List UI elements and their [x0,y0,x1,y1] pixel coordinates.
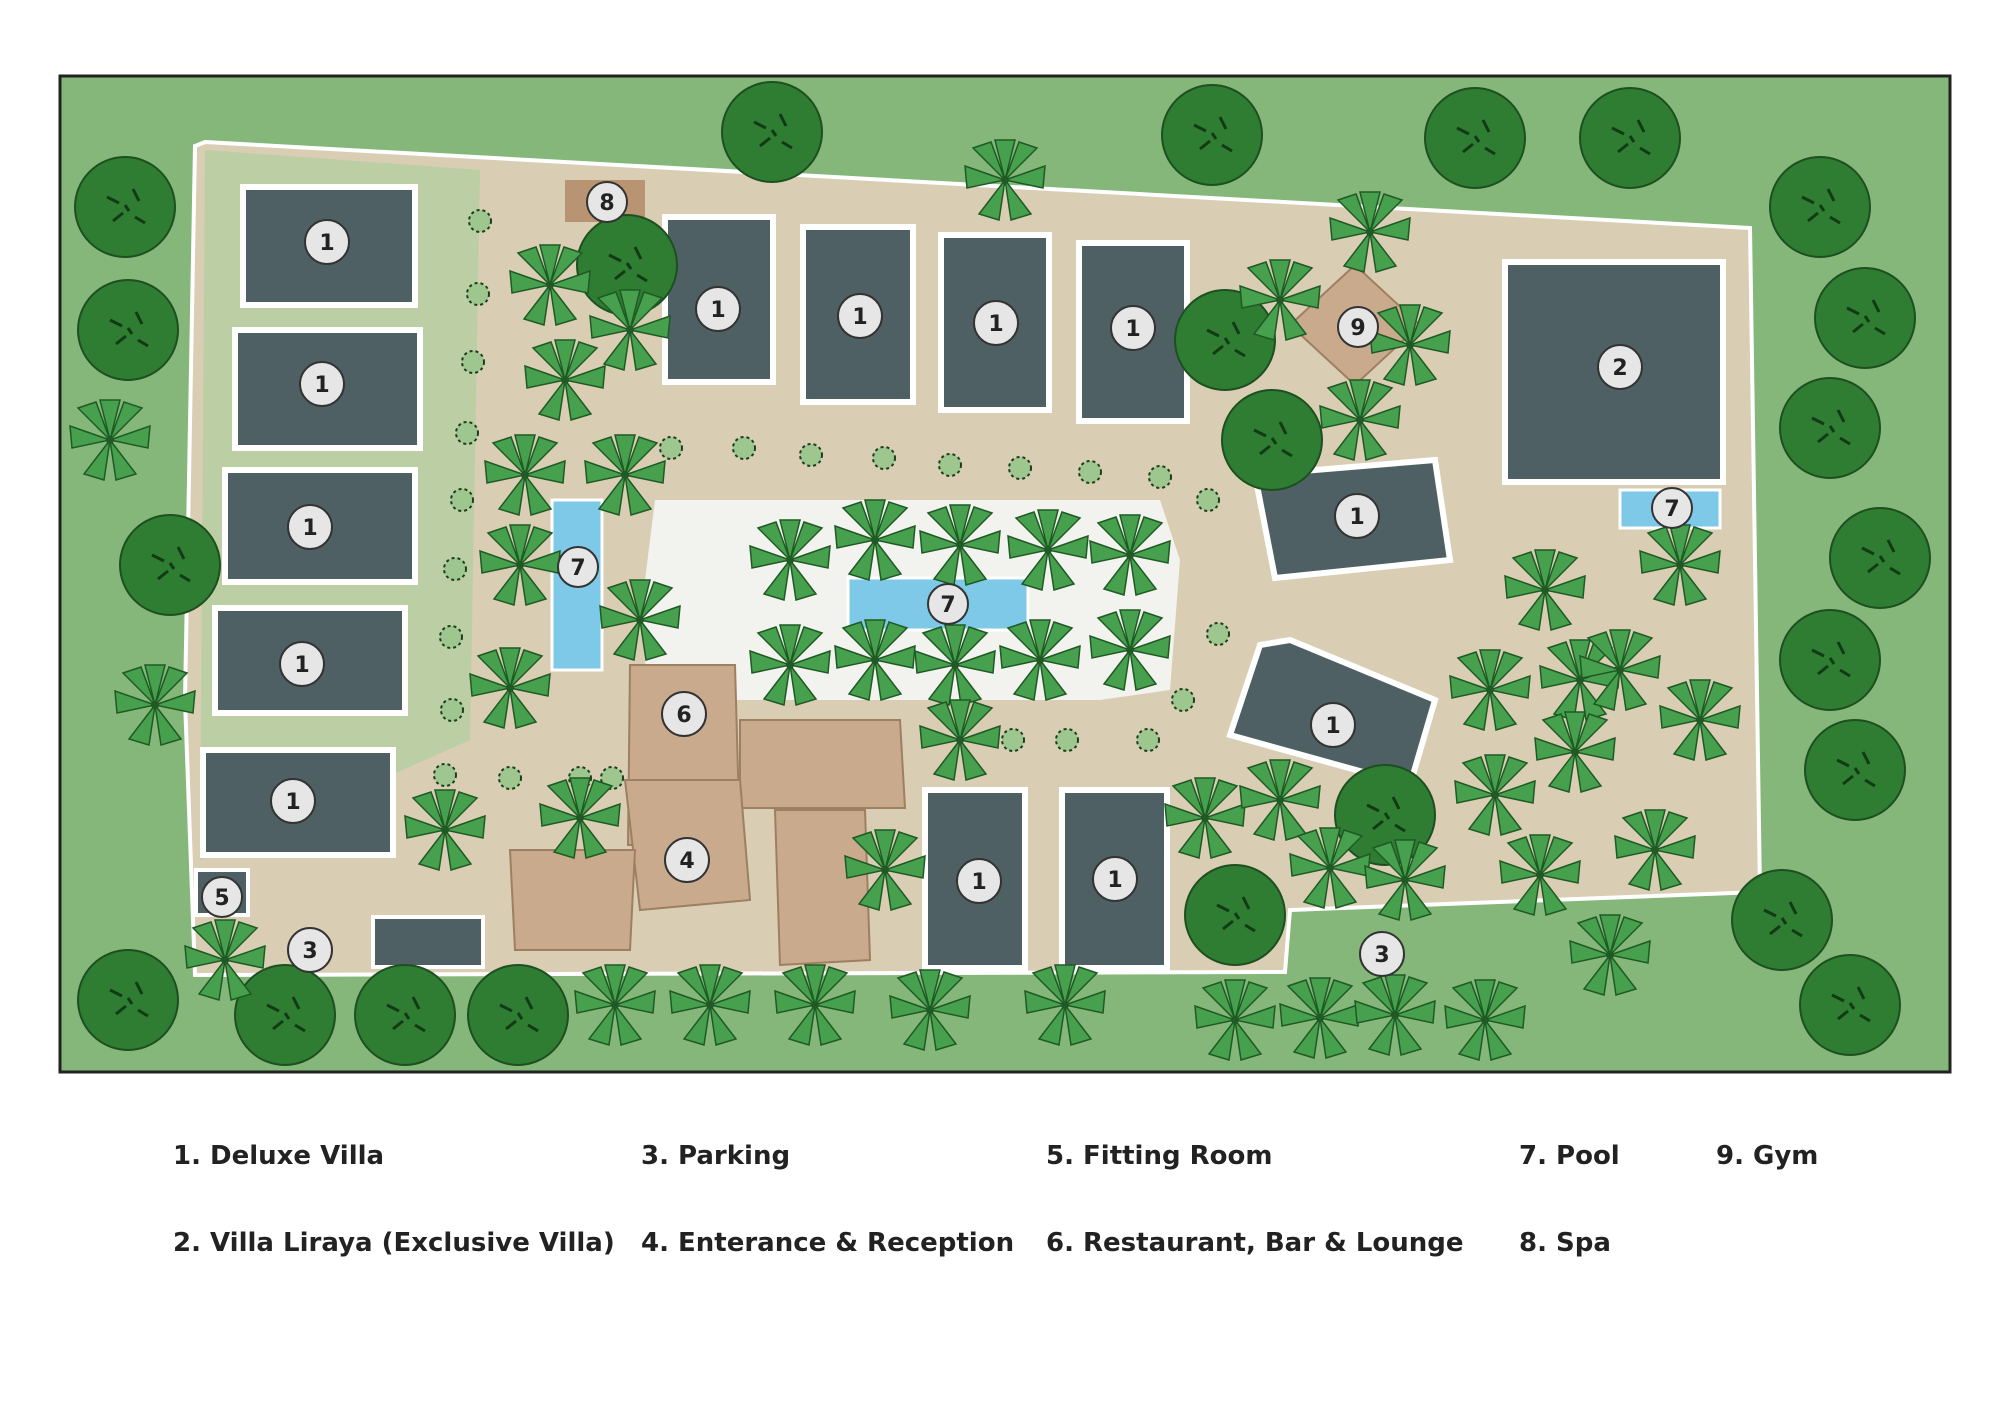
marker-deluxe-villa[interactable]: 1 [1310,702,1356,748]
legend-item-pool: 7. Pool [1519,1141,1620,1171]
marker-label: 1 [988,312,1003,337]
marker-deluxe-villa[interactable]: 1 [695,286,741,332]
marker-label: 9 [1350,316,1365,341]
marker-label: 1 [302,516,317,541]
marker-deluxe-villa[interactable]: 1 [973,300,1019,346]
marker-label: 1 [294,653,309,678]
marker-deluxe-villa[interactable]: 1 [1092,856,1138,902]
marker-label: 1 [1107,868,1122,893]
marker-label: 1 [285,790,300,815]
marker-label: 3 [302,939,317,964]
marker-deluxe-villa[interactable]: 1 [304,219,350,265]
legend-item-fitting-room: 5. Fitting Room [1046,1141,1273,1171]
marker-gym[interactable]: 9 [1337,306,1379,348]
marker-deluxe-villa[interactable]: 1 [287,504,333,550]
marker-label: 1 [319,231,334,256]
marker-pool[interactable]: 7 [1651,487,1693,529]
marker-parking[interactable]: 3 [1359,931,1405,977]
marker-label: 6 [676,703,691,728]
marker-label: 3 [1374,943,1389,968]
marker-label: 1 [971,870,986,895]
marker-label: 7 [940,593,955,618]
parking-structure [371,915,485,969]
marker-deluxe-villa[interactable]: 1 [837,293,883,339]
legend-item-gym: 9. Gym [1716,1141,1819,1171]
marker-restaurant[interactable]: 6 [661,691,707,737]
marker-label: 1 [1349,505,1364,530]
marker-label: 7 [570,556,585,581]
marker-label: 2 [1612,356,1627,381]
marker-deluxe-villa[interactable]: 1 [270,778,316,824]
marker-reception[interactable]: 4 [664,837,710,883]
marker-parking[interactable]: 3 [287,927,333,973]
legend-item-deluxe-villa: 1. Deluxe Villa [173,1141,385,1171]
marker-deluxe-villa[interactable]: 1 [956,858,1002,904]
legend-item-restaurant: 6. Restaurant, Bar & Lounge [1046,1228,1464,1258]
legend-item-reception: 4. Enterance & Reception [641,1228,1015,1258]
legend-item-parking: 3. Parking [641,1141,791,1171]
marker-label: 1 [710,298,725,323]
marker-label: 1 [314,373,329,398]
marker-spa[interactable]: 8 [586,181,628,223]
marker-label: 5 [214,886,229,911]
marker-label: 1 [1325,714,1340,739]
legend-item-spa: 8. Spa [1519,1228,1611,1258]
location-markers: 1 1 1 1 1 1 1 1 [201,181,1693,977]
marker-deluxe-villa[interactable]: 1 [299,361,345,407]
marker-label: 1 [852,305,867,330]
marker-fitting-room[interactable]: 5 [201,876,243,918]
marker-label: 7 [1664,497,1679,522]
villa [922,787,1028,971]
marker-pool[interactable]: 7 [557,546,599,588]
marker-deluxe-villa[interactable]: 1 [1110,305,1156,351]
legend-item-exclusive-villa: 2. Villa Liraya (Exclusive Villa) [173,1228,615,1258]
marker-label: 1 [1125,317,1140,342]
marker-label: 8 [599,191,614,216]
marker-label: 4 [679,849,694,874]
marker-pool[interactable]: 7 [927,583,969,625]
marker-deluxe-villa[interactable]: 1 [1334,493,1380,539]
marker-deluxe-villa[interactable]: 1 [279,641,325,687]
marker-exclusive-villa[interactable]: 2 [1597,344,1643,390]
villas-left [200,184,423,858]
